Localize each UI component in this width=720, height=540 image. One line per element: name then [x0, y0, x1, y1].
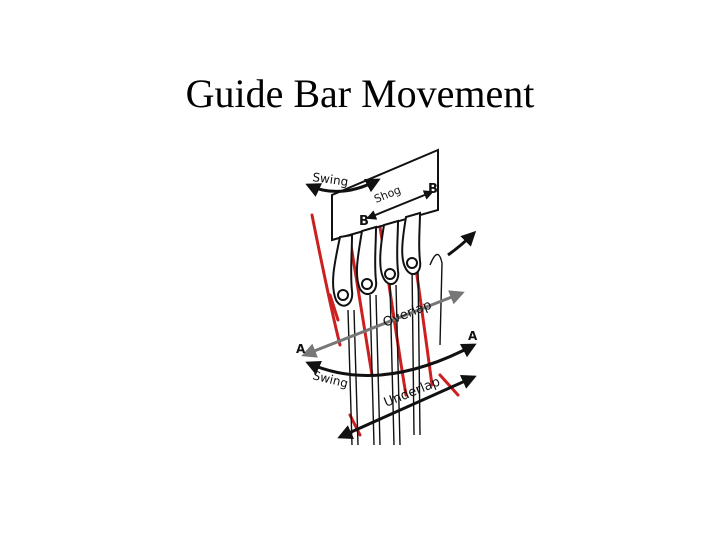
- b-right-label: B: [428, 182, 438, 197]
- shog-arrow: [366, 190, 434, 220]
- needle-motion-arrow: [447, 230, 477, 257]
- a-right-label: A: [468, 329, 478, 343]
- swing-bottom-arrow: [305, 343, 477, 377]
- swing-top-label: Swing: [312, 170, 350, 189]
- swing-top-arrow: [305, 178, 381, 197]
- underlap-arrow: [337, 375, 477, 439]
- overlap-label: Overlap: [381, 298, 434, 331]
- guide-bar-diagram: Swing Shog B B Overlap A A Swing Underla…: [290, 145, 490, 450]
- swing-bottom-label: Swing: [311, 368, 349, 390]
- guide-bar-illustration: Swing Shog B B Overlap A A Swing Underla…: [296, 148, 478, 446]
- b-left-label: B: [359, 214, 369, 229]
- a-left-label: A: [296, 342, 306, 356]
- slide-title: Guide Bar Movement: [185, 71, 535, 116]
